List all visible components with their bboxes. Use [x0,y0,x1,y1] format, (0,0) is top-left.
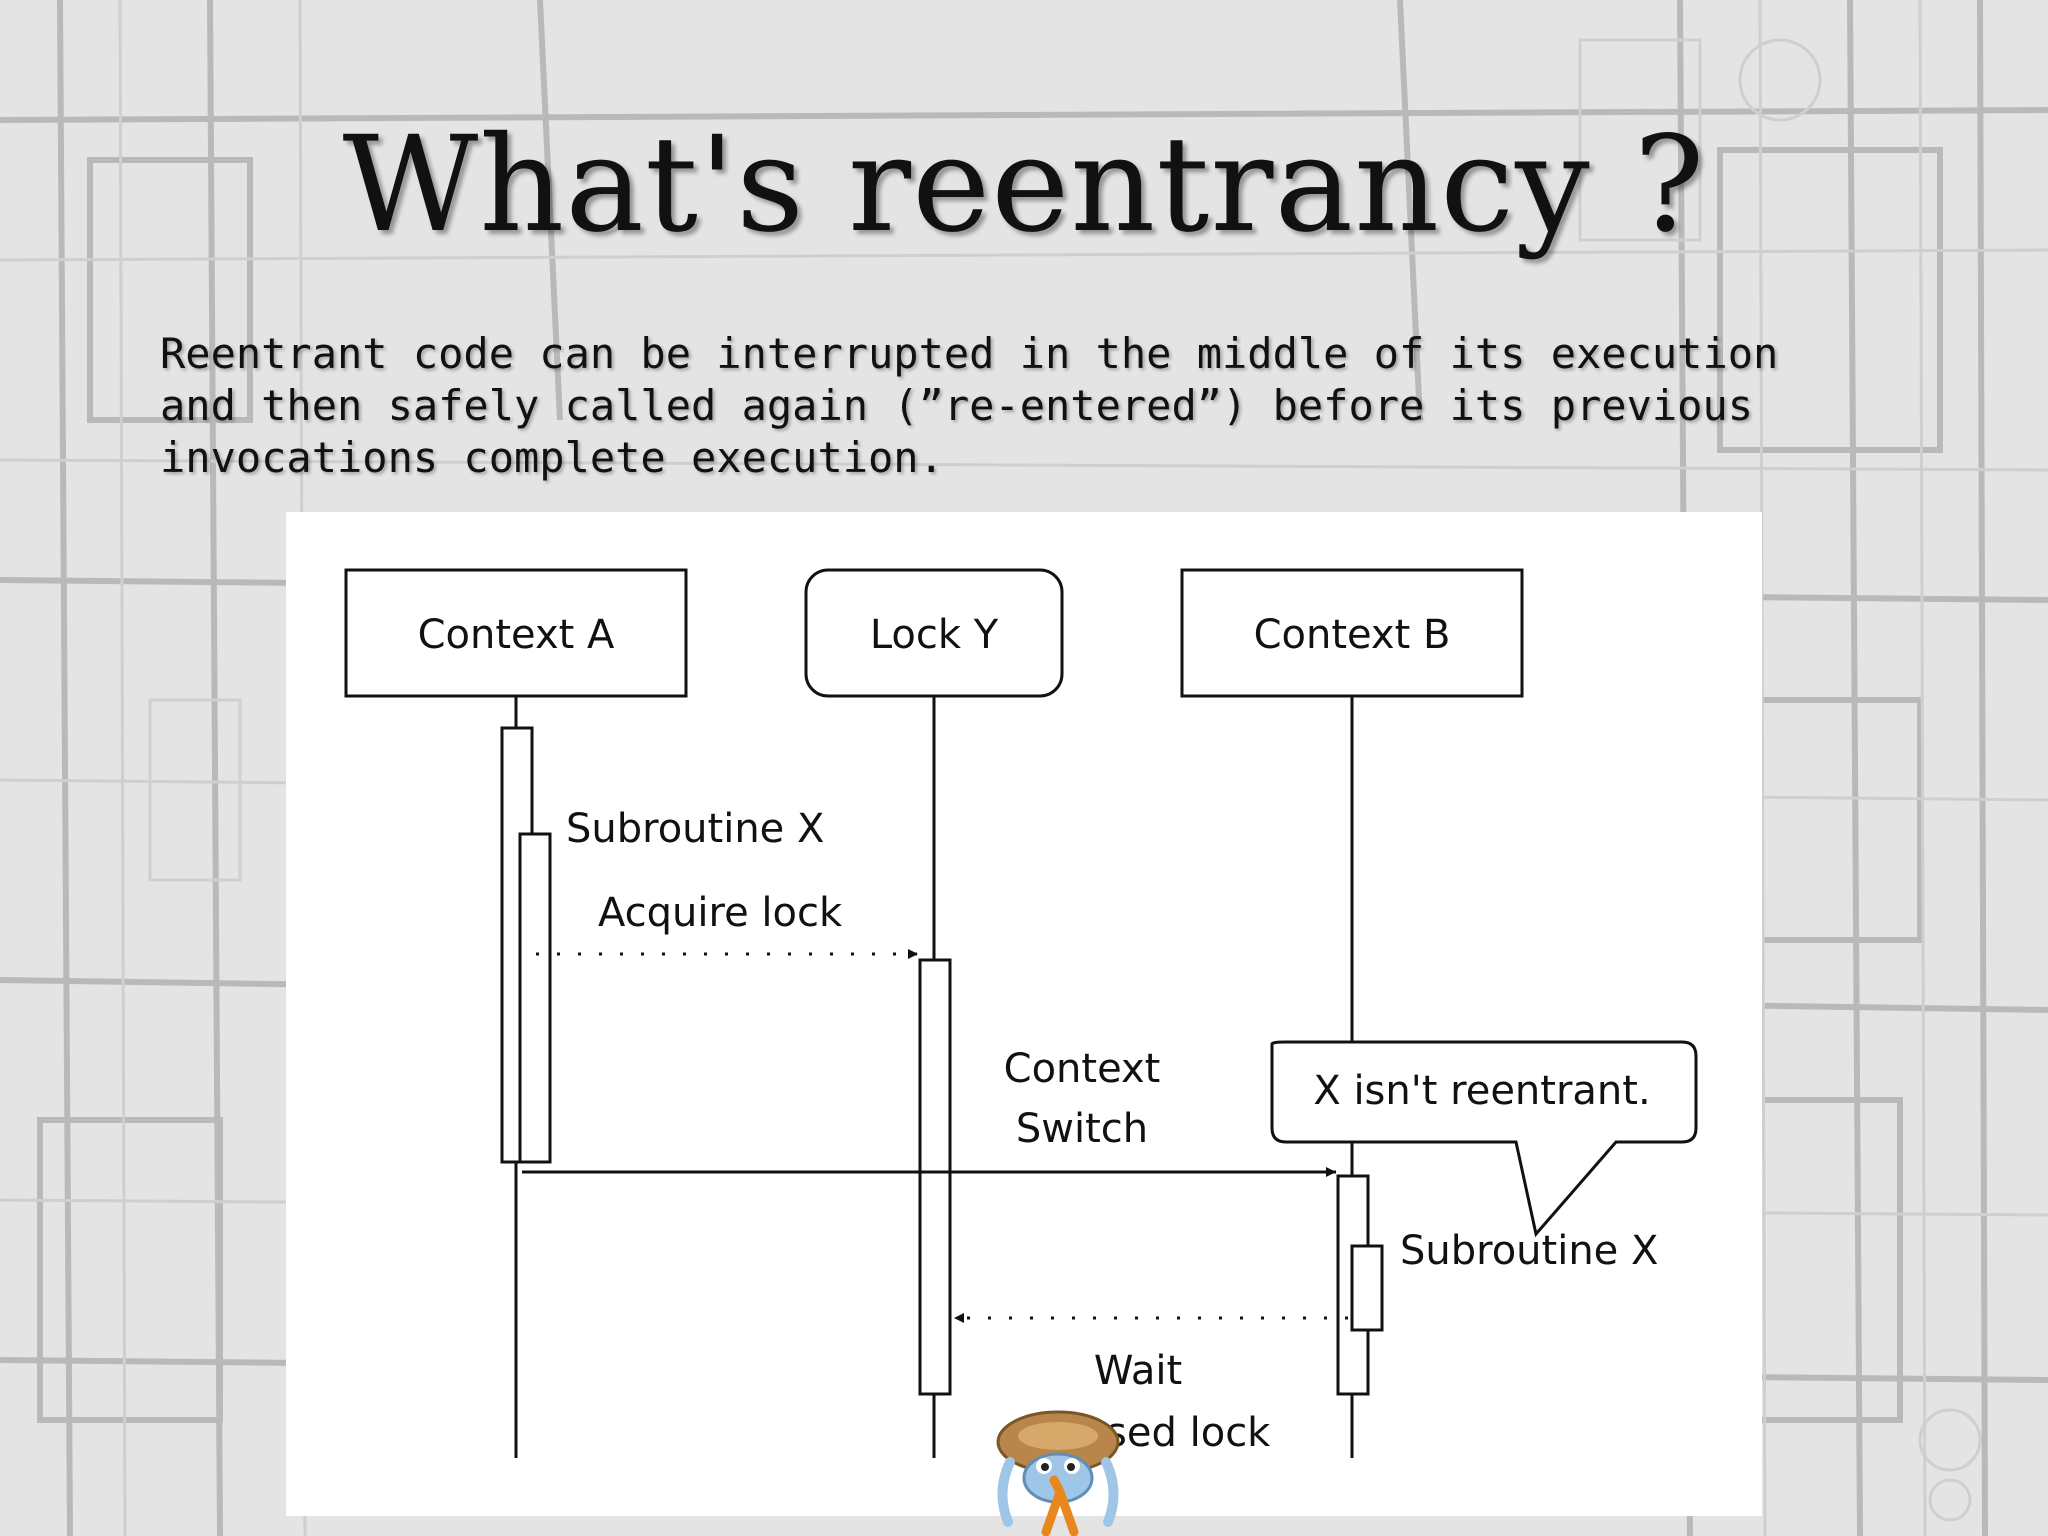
body-line-2: and then safely called again (”re-entere… [160,381,1754,430]
slide-title: What's reentrancy ? [342,108,1706,262]
label-context-switch-line1: Context [1004,1046,1161,1092]
slide-body-text: Reentrant code can be interrupted in the… [160,328,1940,484]
label-wait: Wait [1094,1348,1182,1394]
label-subroutine-b: Subroutine X [1400,1228,1658,1274]
note-text: X isn't reentrant. [1313,1068,1650,1114]
activation-lock-y [918,958,952,1396]
participant-label-context-b: Context B [1254,612,1451,658]
sequence-diagram: Context A Lock Y Context B Subroutine X … [286,512,1762,1516]
activation-context-b-subroutine [1350,1244,1384,1332]
activation-context-a-subroutine [518,832,552,1164]
body-line-1: Reentrant code can be interrupted in the… [160,329,1779,378]
body-line-3: invocations complete execution. [160,433,944,482]
crab-mascot-icon [996,1410,1120,1536]
participant-box-context-a [344,568,688,698]
sequence-diagram-canvas: Context A Lock Y Context B Subroutine X … [344,568,1698,1458]
label-context-switch-line2: Switch [1016,1106,1148,1152]
participant-label-lock-y: Lock Y [870,612,999,658]
note-bubble [1270,1040,1698,1238]
label-acquire-lock: Acquire lock [598,890,843,936]
participant-label-context-a: Context A [418,612,615,658]
label-subroutine-a: Subroutine X [566,806,824,852]
